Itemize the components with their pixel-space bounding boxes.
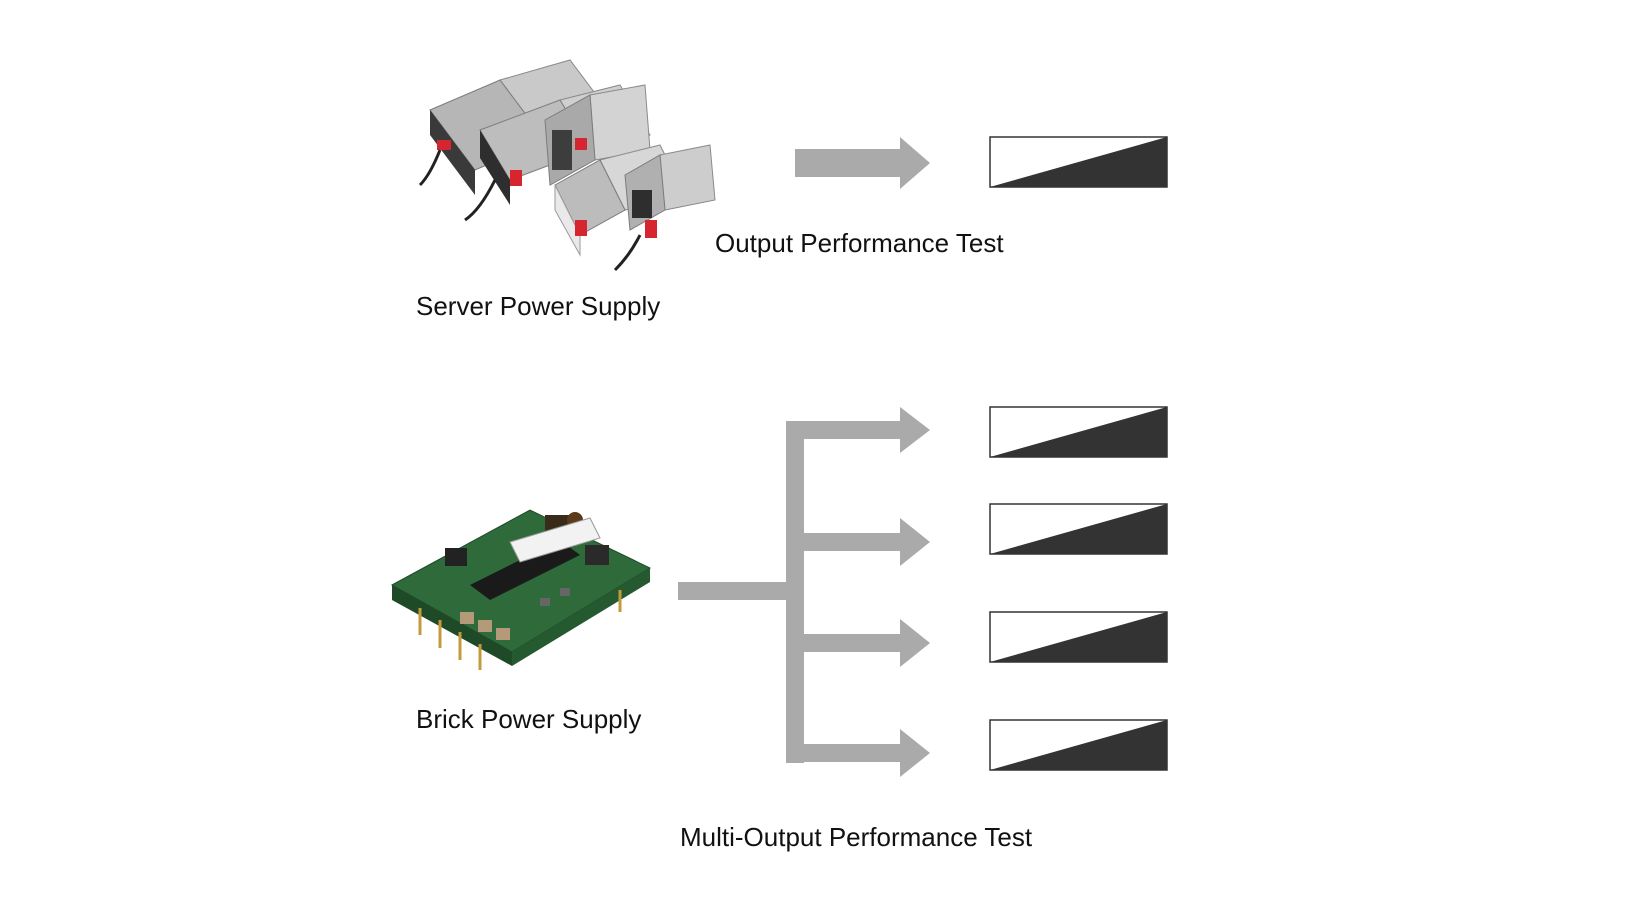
brick-power-supply-label: Brick Power Supply <box>416 704 641 734</box>
multi-output-performance-test-label: Multi-Output Performance Test <box>680 822 1033 852</box>
trunk-arrow-segment <box>678 582 802 600</box>
black-transformer <box>470 540 580 600</box>
label-sticker <box>509 517 601 563</box>
brick-output-gauge <box>989 406 1168 458</box>
server-output-arrow <box>795 137 930 189</box>
brick-power-supply-image <box>390 509 652 670</box>
output-performance-test-label: Output Performance Test <box>715 228 1004 258</box>
psu-unit <box>613 144 716 272</box>
server-power-supply-image <box>418 59 716 272</box>
brick-multi-output-arrows <box>678 407 930 777</box>
psu-unit <box>544 84 651 186</box>
pcb-pins <box>418 590 622 670</box>
server-output-gauge <box>989 136 1168 188</box>
heat-chip <box>445 548 467 566</box>
server-power-supply-label: Server Power Supply <box>416 291 660 321</box>
brick-output-gauge <box>989 503 1168 555</box>
brick-output-gauge <box>989 719 1168 771</box>
branch-bus <box>786 421 804 763</box>
brick-output-gauge <box>989 611 1168 663</box>
